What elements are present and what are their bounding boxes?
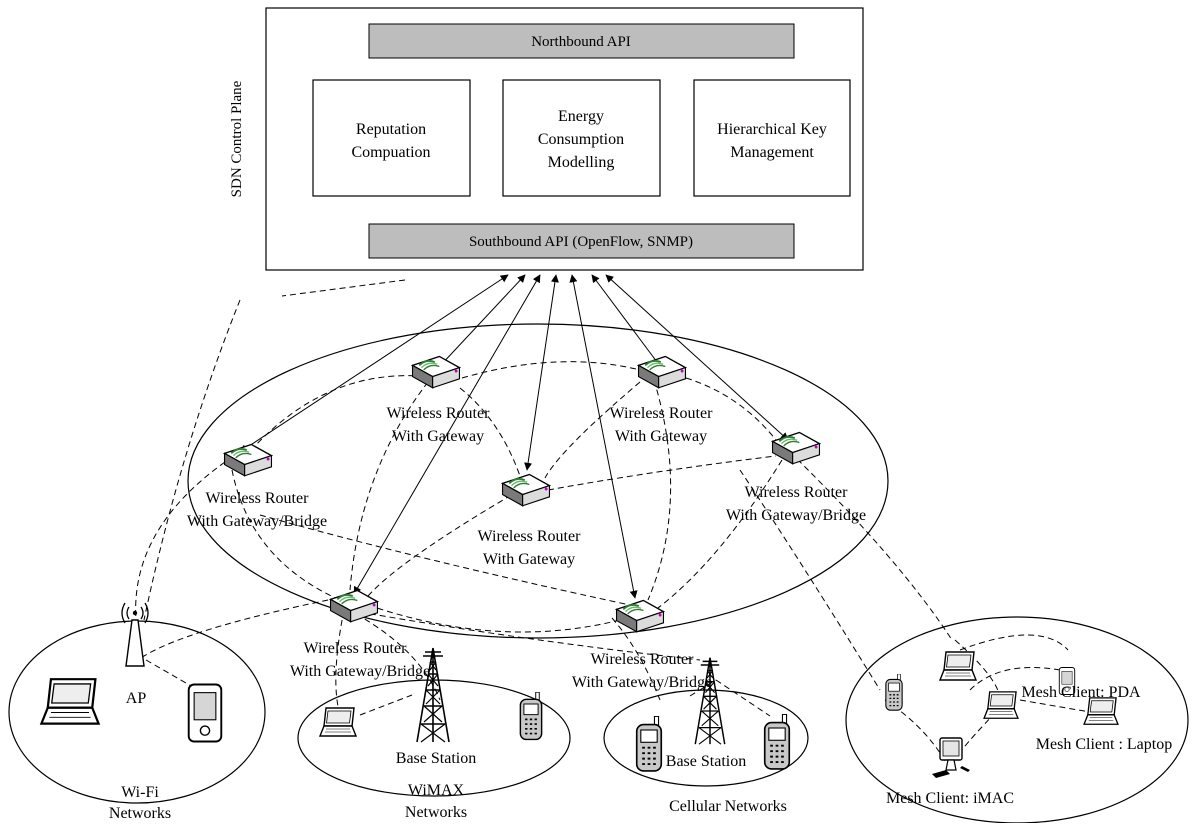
router-r4: Wireless Router With Gateway/Bridge: [726, 431, 866, 524]
router-icon: [637, 355, 687, 389]
wifi-label-line2: Networks: [109, 805, 171, 822]
module-reputation: Reputation Compuation: [312, 79, 471, 197]
router-icon: [615, 599, 665, 633]
module-energy-line2: Consumption: [538, 131, 624, 148]
southbound-api: Southbound API (OpenFlow, SNMP): [368, 223, 795, 259]
router-r7: Wireless Router With Gateway/Bridge: [572, 599, 712, 691]
router-r5: Wireless Router With Gateway: [478, 473, 582, 568]
module-energy-line3: Modelling: [548, 154, 615, 171]
router-r3: Wireless Router With Gateway/Bridge: [187, 443, 327, 530]
router-r1-line1: Wireless Router: [387, 405, 491, 422]
cellular-station-label: Base Station: [666, 753, 746, 770]
phone-icon: [635, 716, 663, 772]
module-reputation-line1: Reputation: [356, 121, 426, 138]
mesh-client-network: Mesh Client: PDA Mesh Client : Laptop Me…: [845, 616, 1189, 824]
wifi-label-line1: Wi-Fi: [121, 784, 159, 801]
router-icon: [501, 473, 551, 507]
laptop-icon: [983, 691, 1019, 719]
router-r1: Wireless Router With Gateway: [387, 355, 491, 445]
cellular-label: Cellular Networks: [669, 798, 787, 815]
phone-icon: [519, 692, 543, 741]
router-r6-line1: Wireless Router: [304, 640, 408, 657]
cellular-network: Base Station Cellular Networks: [603, 656, 809, 815]
router-r2-line1: Wireless Router: [610, 405, 714, 422]
router-r2: Wireless Router With Gateway: [610, 355, 714, 445]
router-r6-line2: With Gateway/Bridge: [290, 663, 430, 680]
router-r5-line2: With Gateway: [483, 551, 575, 568]
router-r5-line1: Wireless Router: [478, 528, 582, 545]
router-r2-line2: With Gateway: [615, 428, 707, 445]
router-icon: [771, 431, 821, 465]
phone-icon: [885, 674, 903, 711]
module-key-line1: Hierarchical Key: [717, 121, 827, 138]
router-r4-line2: With Gateway/Bridge: [726, 507, 866, 524]
wifi-ap-label: AP: [126, 690, 147, 707]
module-key-line2: Management: [730, 144, 814, 161]
control-plane: SDN Control Plane Northbound API Reputat…: [229, 7, 864, 271]
laptop-icon: [939, 651, 977, 681]
router-r7-line1: Wireless Router: [591, 651, 695, 668]
wimax-label-line1: WiMAX: [408, 782, 465, 799]
northbound-api-label: Northbound API: [531, 34, 631, 50]
router-r3-line1: Wireless Router: [206, 490, 310, 507]
wimax-station-label: Base Station: [396, 750, 476, 767]
router-r3-line2: With Gateway/Bridge: [187, 513, 327, 530]
northbound-api: Northbound API: [368, 23, 795, 59]
tower-icon: [694, 656, 726, 745]
laptop-icon: [1083, 697, 1119, 725]
wifi-network: AP Wi-Fi Networks: [8, 602, 266, 822]
module-reputation-line2: Compuation: [351, 144, 430, 161]
router-icon: [329, 589, 379, 623]
router-r7-line2: With Gateway/Bridge: [572, 674, 712, 691]
router-icon: [411, 355, 461, 389]
wimax-label-line2: Networks: [405, 804, 467, 821]
module-energy-line1: Energy: [558, 108, 604, 125]
control-plane-label: SDN Control Plane: [229, 80, 245, 197]
phone-icon: [763, 714, 791, 770]
laptop-icon: [40, 678, 100, 725]
router-r1-line2: With Gateway: [392, 428, 484, 445]
laptop-icon: [319, 707, 357, 737]
router-r4-line1: Wireless Router: [745, 484, 849, 501]
mesh-imac-label: Mesh Client: iMAC: [886, 790, 1014, 807]
southbound-api-label: Southbound API (OpenFlow, SNMP): [469, 234, 693, 250]
wimax-network: Base Station WiMAX Networks: [297, 647, 571, 821]
mesh-pda-label: Mesh Client: PDA: [1021, 684, 1141, 701]
router-icon: [223, 443, 273, 477]
southbound-arrows: [239, 274, 789, 599]
router-r6: Wireless Router With Gateway/Bridge: [290, 589, 430, 680]
module-energy: Energy Consumption Modelling: [502, 79, 661, 197]
mesh-laptop-label: Mesh Client : Laptop: [1036, 736, 1172, 753]
module-key-management: Hierarchical Key Management: [693, 79, 851, 197]
pda-icon: [187, 683, 223, 743]
imac-icon: [931, 737, 971, 779]
